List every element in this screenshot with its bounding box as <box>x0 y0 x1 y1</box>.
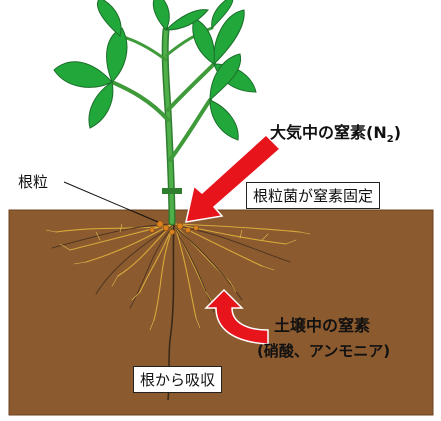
root-nodules <box>149 220 199 235</box>
nodule-label: 根粒 <box>18 173 49 191</box>
soil-nitrogen-detail-label: (硝酸、アンモニア) <box>257 342 391 360</box>
plant-leaves <box>53 0 257 141</box>
stem-node <box>162 188 182 194</box>
soil-nitrogen-label: 土壌中の窒素 <box>274 316 371 335</box>
root-absorption-box: 根から吸収 <box>133 366 223 393</box>
air-nitrogen-label: 大気中の窒素(N2) <box>270 123 401 146</box>
air-nitrogen-arrow <box>185 133 282 223</box>
soil-nitrogen-arrow <box>204 288 269 345</box>
nitrogen-fixation-box: 根粒菌が窒素固定 <box>246 182 381 209</box>
nodule-leader-line <box>63 181 159 223</box>
